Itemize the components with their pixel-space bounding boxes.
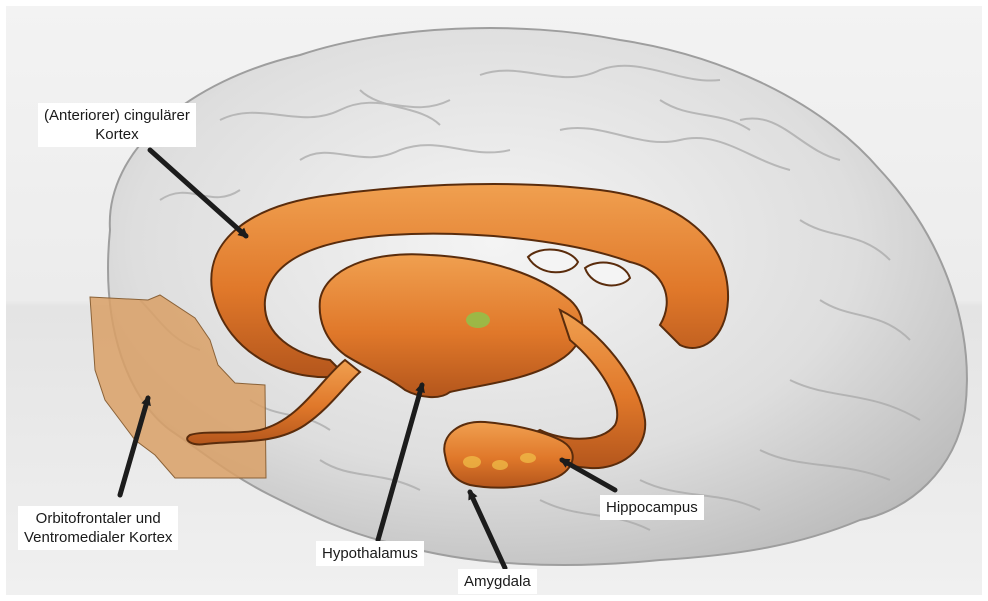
label-amygdala: Amygdala	[458, 569, 537, 594]
label-orbitofrontal-line1: Orbitofrontaler und	[24, 509, 172, 528]
label-cingulate-line1: (Anteriorer) cingulärer	[44, 106, 190, 125]
label-hippocampus: Hippocampus	[600, 495, 704, 520]
label-cingulate-cortex: (Anteriorer) cingulärer Kortex	[38, 103, 196, 147]
label-hypothalamus: Hypothalamus	[316, 541, 424, 566]
label-orbitofrontal-line2: Ventromedialer Kortex	[24, 528, 172, 547]
label-orbitofrontal-cortex: Orbitofrontaler und Ventromedialer Korte…	[18, 506, 178, 550]
label-cingulate-line2: Kortex	[44, 125, 190, 144]
thalamus-highlight	[466, 312, 490, 328]
